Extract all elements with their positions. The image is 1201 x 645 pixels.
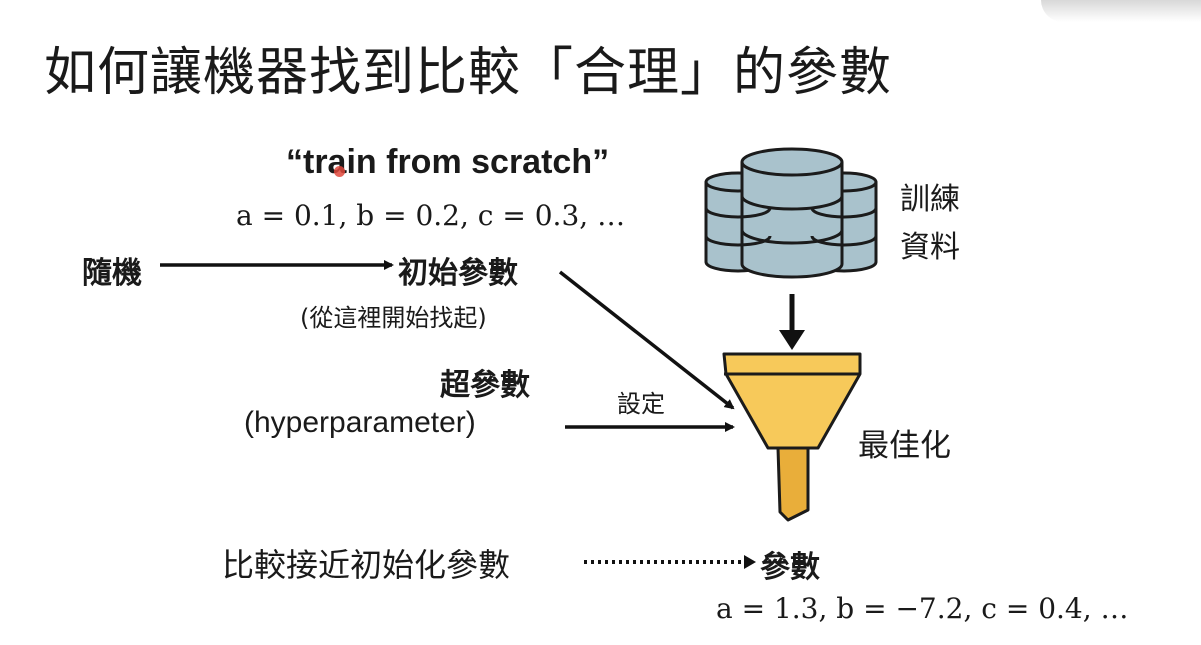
optimization-label: 最佳化: [858, 428, 951, 464]
database-icon: [704, 147, 878, 279]
output-params-label: 參數: [760, 550, 820, 585]
set-label: 設定: [617, 390, 665, 418]
random-label: 隨機: [82, 256, 142, 291]
near-initial-params-label: 比較接近初始化參數: [222, 546, 511, 584]
window-corner-shadow: [1041, 0, 1201, 22]
laser-pointer-dot: [334, 166, 345, 177]
training-data-label-line2: 資料: [900, 230, 960, 265]
slide-title: 如何讓機器找到比較「合理」的參數: [44, 43, 893, 103]
initial-params-label: 初始參數: [398, 256, 518, 291]
init-to-funnel-arrow: [558, 270, 735, 410]
hyperparameter-label: 超參數: [440, 368, 530, 403]
hyperparameter-english-label: (hyperparameter): [244, 406, 476, 439]
data-to-funnel-arrowhead: [779, 330, 805, 350]
funnel-icon: [722, 352, 862, 522]
initial-params-note: (從這裡開始找起): [300, 304, 487, 332]
final-params-values: a = 1.3, b = −7.2, c = 0.4, …: [716, 592, 1129, 625]
training-data-label-line1: 訓練: [900, 182, 960, 217]
dotted-arrowhead: [744, 555, 756, 569]
scratch-params-values: a = 0.1, b = 0.2, c = 0.3, …: [236, 199, 626, 232]
